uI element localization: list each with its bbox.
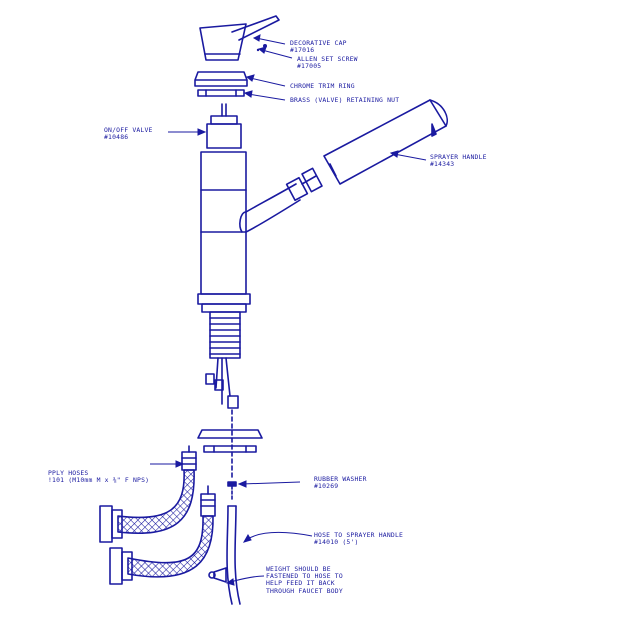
leader-valve xyxy=(168,128,207,136)
label-allen-set-screw-part: #17005 xyxy=(297,62,322,71)
threaded-shank-part xyxy=(201,303,247,409)
mounting-washers-part xyxy=(197,429,263,453)
leader-sprayer-hose xyxy=(242,532,313,543)
label-decorative-cap-name: DECORATIVE CAP xyxy=(290,39,347,47)
label-on-off-valve: ON/OFF VALVE #10486 xyxy=(104,126,153,142)
label-weight-note-line3: HELP FEED IT BACK xyxy=(266,579,335,588)
label-weight-note-line1: WEIGHT SHOULD BE xyxy=(266,565,331,573)
hose-weight-part xyxy=(208,567,227,583)
leader-decorative-cap xyxy=(252,34,286,45)
label-chrome-trim-ring-name: CHROME TRIM RING xyxy=(290,82,355,90)
leader-supply-hoses xyxy=(150,460,185,468)
label-chrome-trim-ring: CHROME TRIM RING xyxy=(290,82,355,90)
leader-weight xyxy=(225,575,265,586)
label-sprayer-handle: SPRAYER HANDLE #14343 xyxy=(430,153,487,169)
leader-rubber-washer xyxy=(237,480,301,488)
label-rubber-washer-name: RUBBER WASHER xyxy=(314,475,367,483)
on-off-valve-part xyxy=(206,103,242,149)
label-weight-note-line2: FASTENED TO HOSE TO xyxy=(266,572,343,581)
faucet-body-part xyxy=(197,151,323,305)
label-decorative-cap-part: #17016 xyxy=(290,46,315,55)
label-brass-retaining-nut-name: BRASS (VALVE) RETAINING NUT xyxy=(290,96,400,104)
label-weight-note-line4: THROUGH FAUCET BODY xyxy=(266,586,343,595)
leader-sprayer-handle xyxy=(389,150,427,161)
label-weight-note: WEIGHT SHOULD BE FASTENED TO HOSE TO HEL… xyxy=(266,565,343,595)
supply-hose-right xyxy=(109,485,216,585)
label-on-off-valve-name: ON/OFF VALVE xyxy=(104,126,153,134)
sprayer-handle-part xyxy=(323,99,448,185)
label-on-off-valve-part: #10486 xyxy=(104,133,129,142)
label-rubber-washer-part: #10269 xyxy=(314,482,339,491)
label-sprayer-handle-part: #14343 xyxy=(430,160,455,169)
leader-trim-ring xyxy=(245,74,286,87)
label-brass-retaining-nut: BRASS (VALVE) RETAINING NUT xyxy=(290,96,400,104)
label-supply-hoses: PPLY HOSES !101 (M10mm M x ⅜" F NPS) xyxy=(48,469,150,485)
label-supply-hoses-spec: !101 (M10mm M x ⅜" F NPS) xyxy=(48,476,150,485)
leader-allen-screw xyxy=(257,46,293,59)
brass-retaining-nut-part xyxy=(197,89,245,97)
chrome-trim-ring-part xyxy=(194,71,248,87)
label-rubber-washer: RUBBER WASHER #10269 xyxy=(314,475,367,491)
label-allen-set-screw-name: ALLEN SET SCREW xyxy=(297,55,358,63)
label-allen-set-screw: ALLEN SET SCREW #17005 xyxy=(297,55,358,71)
label-hose-to-sprayer-name: HOSE TO SPRAYER HANDLE xyxy=(314,531,404,539)
label-hose-to-sprayer-part: #14010 (5') xyxy=(314,538,359,547)
label-supply-hoses-name: PPLY HOSES xyxy=(48,469,89,477)
leader-retaining-nut xyxy=(243,90,286,101)
supply-hose-left xyxy=(99,445,197,543)
decorative-cap-part xyxy=(199,15,280,61)
label-decorative-cap: DECORATIVE CAP #17016 xyxy=(290,39,347,55)
rubber-washer-part xyxy=(227,481,237,501)
label-sprayer-handle-name: SPRAYER HANDLE xyxy=(430,153,487,161)
label-hose-to-sprayer: HOSE TO SPRAYER HANDLE #14010 (5') xyxy=(314,531,404,547)
sprayer-hose-part xyxy=(226,505,241,605)
